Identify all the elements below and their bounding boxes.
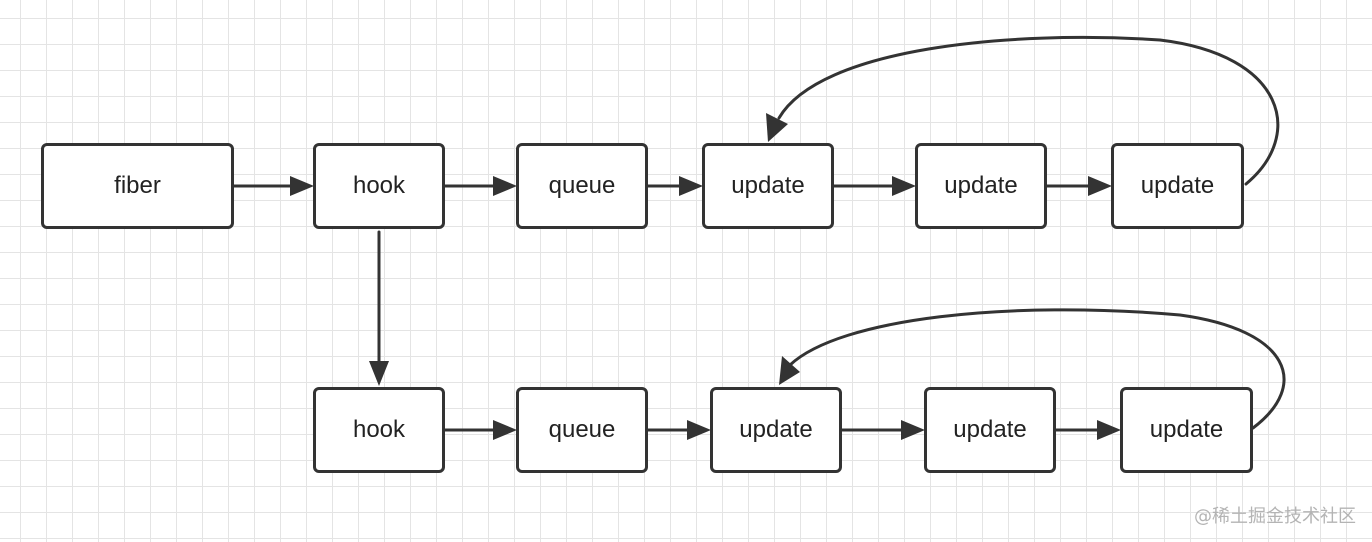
arrowhead-update-1a [679, 176, 703, 196]
arrowhead-update-2c [1097, 420, 1121, 440]
node-update-2c: update [1120, 387, 1253, 473]
node-hook-2: hook [313, 387, 445, 473]
node-update-1a: update [702, 143, 834, 229]
arrowhead-update-1b [892, 176, 916, 196]
arrowhead-queue-1 [493, 176, 517, 196]
node-update-1c: update [1111, 143, 1244, 229]
node-update-2a: update [710, 387, 842, 473]
arrowhead-hook-1 [290, 176, 314, 196]
arrowhead-hook-2 [369, 361, 389, 386]
node-queue-1: queue [516, 143, 648, 229]
arrowhead-update-2b [901, 420, 925, 440]
node-fiber: fiber [41, 143, 234, 229]
node-update-2b: update [924, 387, 1056, 473]
arrowhead-queue-2 [493, 420, 517, 440]
node-update-1b: update [915, 143, 1047, 229]
watermark-text: @稀土掘金技术社区 [1194, 506, 1356, 527]
node-queue-2: queue [516, 387, 648, 473]
arrowhead-loop-2 [779, 356, 800, 385]
arrowhead-update-2a [687, 420, 711, 440]
arrowhead-loop-1 [766, 113, 788, 142]
arrowhead-update-1c [1088, 176, 1112, 196]
node-hook-1: hook [313, 143, 445, 229]
